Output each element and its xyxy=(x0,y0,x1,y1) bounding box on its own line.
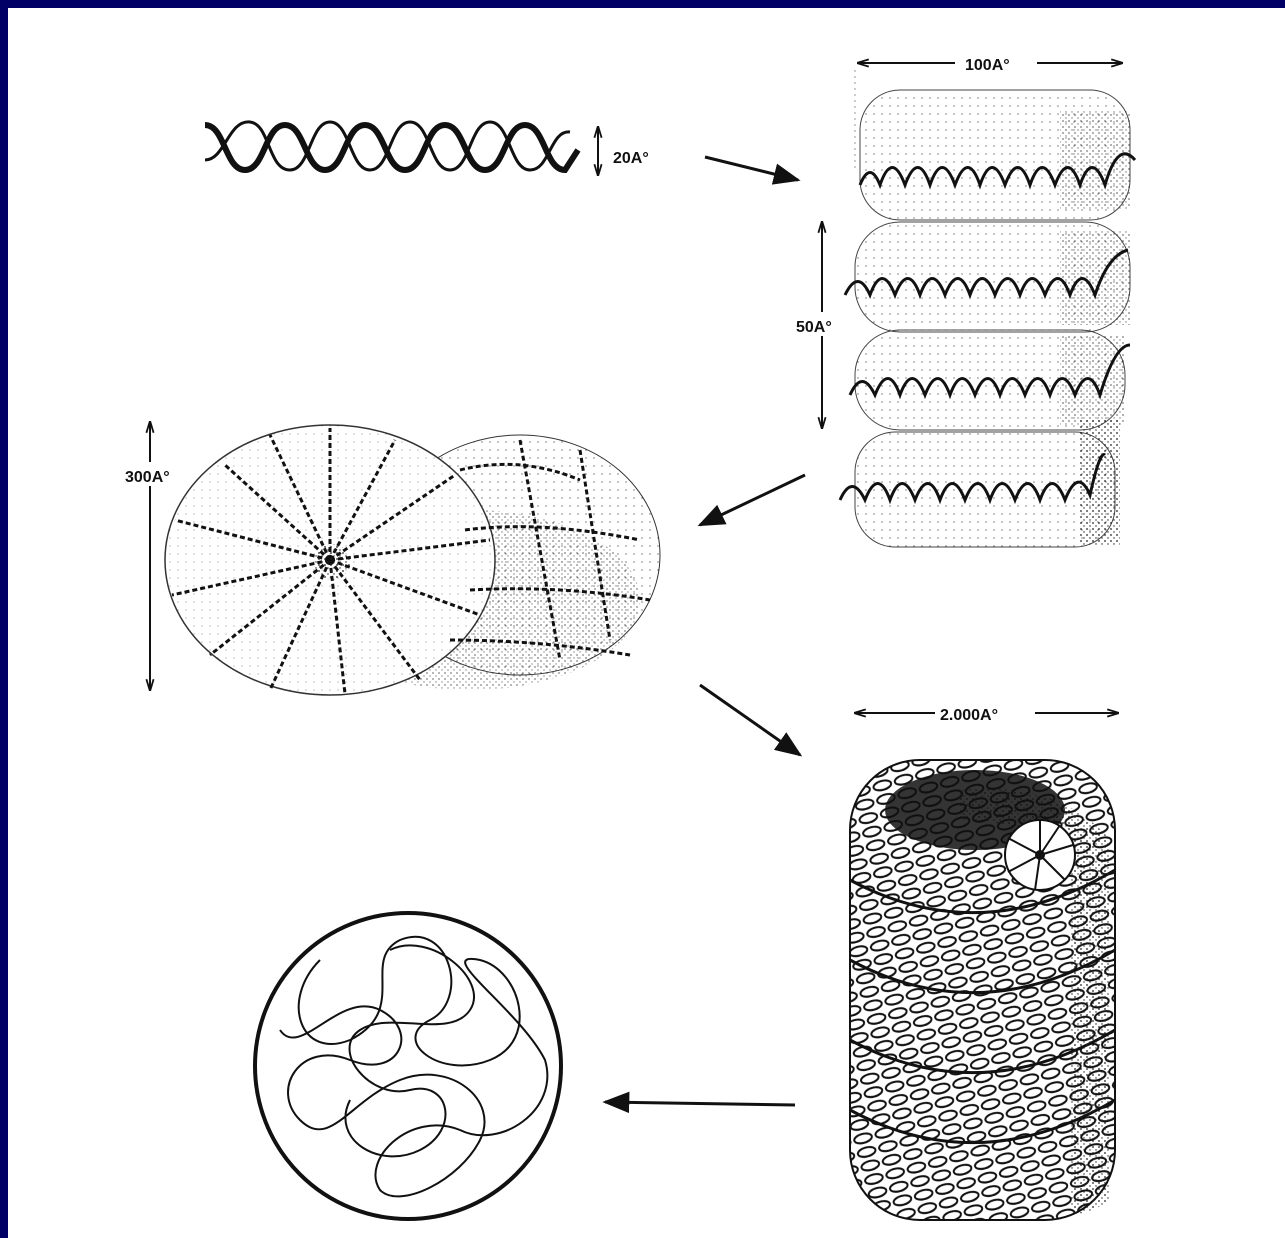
double-helix-icon xyxy=(205,122,578,170)
arrow-icon xyxy=(605,1102,795,1105)
coiled-loop-icon: 2.000A° xyxy=(850,700,1118,1220)
nucleosome-fiber-icon: 100A° 50A° xyxy=(794,50,1135,547)
arrow-icon xyxy=(700,475,805,525)
nucleosome-width-label: 100A° xyxy=(965,57,1010,74)
arrow-icon xyxy=(700,685,800,755)
frame-border xyxy=(0,0,1285,8)
dna-width-label: 20A° xyxy=(613,150,649,167)
dna-width-dimension: 20A° xyxy=(598,127,649,175)
nucleosome-spacing-label: 50A° xyxy=(796,319,832,336)
arrow-icon xyxy=(705,157,798,180)
solenoid-icon: 300A° xyxy=(120,422,660,695)
solenoid-diameter-label: 300A° xyxy=(125,469,170,486)
chromatin-diagram: 20A° 100A° 50A° 300A° xyxy=(8,8,1285,1238)
supercoil-width-label: 2.000A° xyxy=(940,707,998,724)
chromatin-ball-icon xyxy=(255,913,561,1219)
diagram-canvas: 20A° 100A° 50A° 300A° xyxy=(8,8,1285,1238)
